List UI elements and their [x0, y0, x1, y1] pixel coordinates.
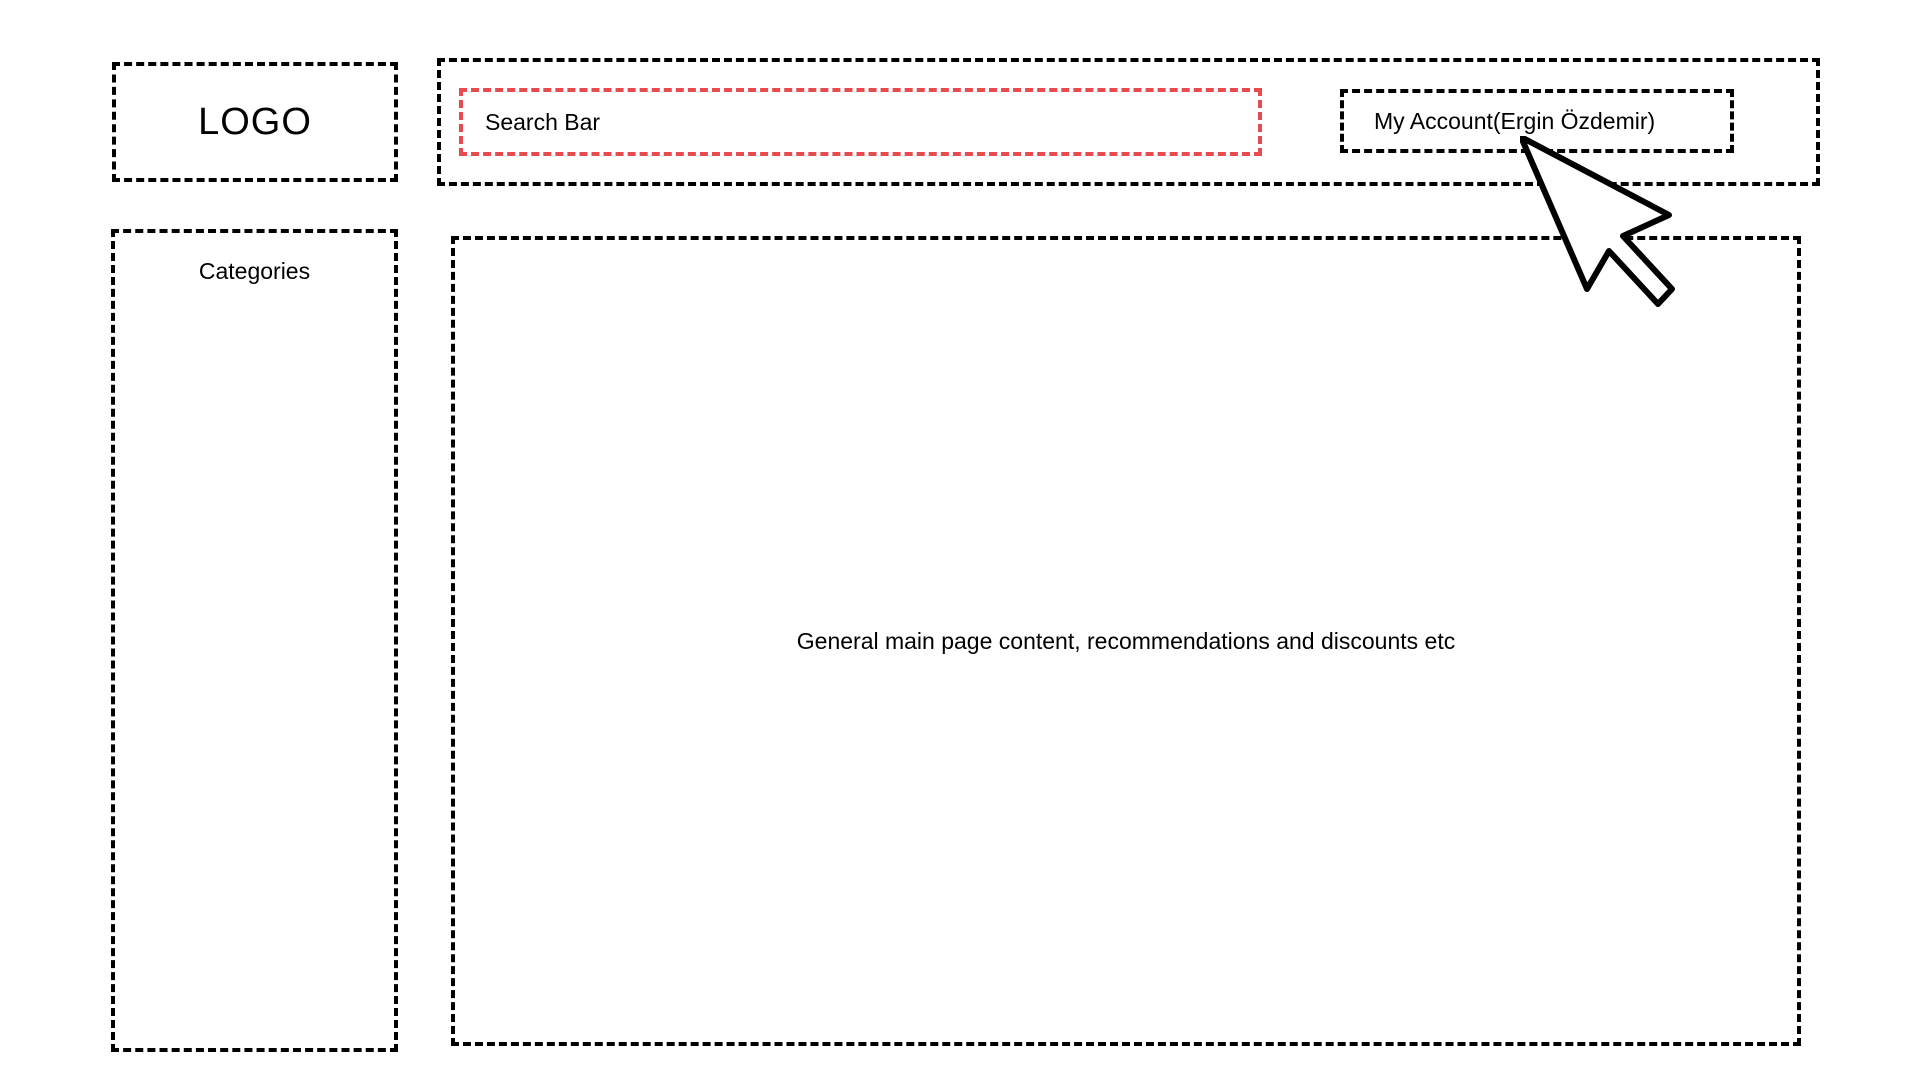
my-account-button[interactable]: My Account(Ergin Özdemir)	[1340, 89, 1734, 153]
logo-text: LOGO	[198, 100, 312, 143]
search-bar[interactable]: Search Bar	[459, 88, 1262, 156]
main-content-text: General main page content, recommendatio…	[796, 627, 1456, 654]
search-bar-label: Search Bar	[485, 108, 601, 135]
categories-title: Categories	[198, 258, 311, 284]
main-content: General main page content, recommendatio…	[451, 236, 1801, 1046]
my-account-label: My Account(Ergin Özdemir)	[1374, 107, 1656, 134]
categories-sidebar[interactable]: Categories	[111, 229, 398, 1052]
logo[interactable]: LOGO	[112, 62, 398, 182]
